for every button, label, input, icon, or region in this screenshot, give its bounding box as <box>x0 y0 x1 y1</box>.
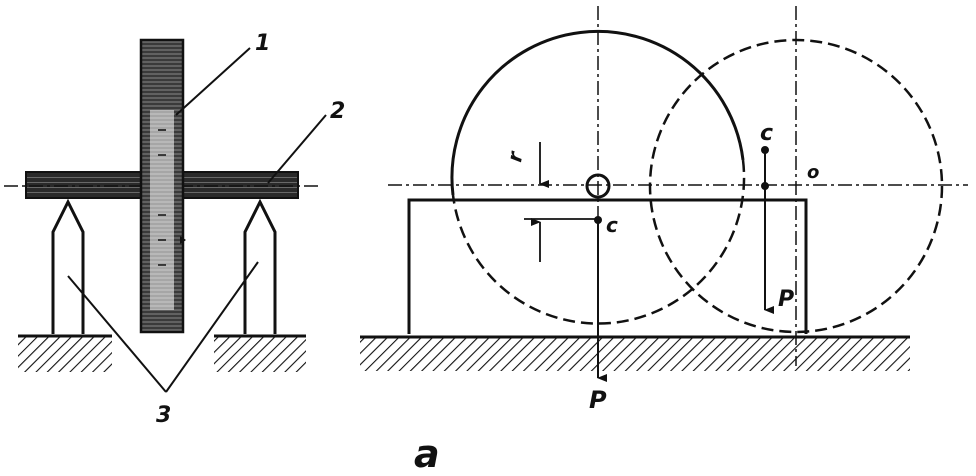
ground-right <box>214 336 306 372</box>
label-offset: r <box>502 149 528 164</box>
label-supports: 3 <box>156 403 171 428</box>
disc-highlight <box>150 110 174 310</box>
right-view: c c o r P P <box>360 6 968 414</box>
leader-axle <box>267 114 327 184</box>
axle-hub <box>585 173 611 199</box>
leader-support-right <box>165 261 259 393</box>
leader-disc <box>175 47 251 116</box>
left-view: 1 2 3 <box>4 31 345 428</box>
label-center-top: c <box>760 121 773 146</box>
center-of-gravity-low <box>594 216 602 224</box>
leader-support-left <box>67 275 167 393</box>
disc-circle-dashed-arc <box>451 159 746 325</box>
label-force-right: P <box>778 287 794 312</box>
label-disc: 1 <box>255 31 270 56</box>
rail-frame <box>407 198 808 334</box>
ground-left <box>18 336 112 372</box>
label-center-bottom: c <box>606 213 618 237</box>
knife-support-right <box>243 198 277 334</box>
ground-right-view <box>360 337 910 371</box>
label-axle: 2 <box>330 99 345 124</box>
disc-circle-solid-arc <box>450 29 745 196</box>
label-force-bottom: P <box>589 386 607 414</box>
label-origin: o <box>807 162 819 183</box>
knife-support-left <box>51 198 85 334</box>
caption: a <box>414 432 440 476</box>
disc-circle-rolled <box>648 38 944 334</box>
